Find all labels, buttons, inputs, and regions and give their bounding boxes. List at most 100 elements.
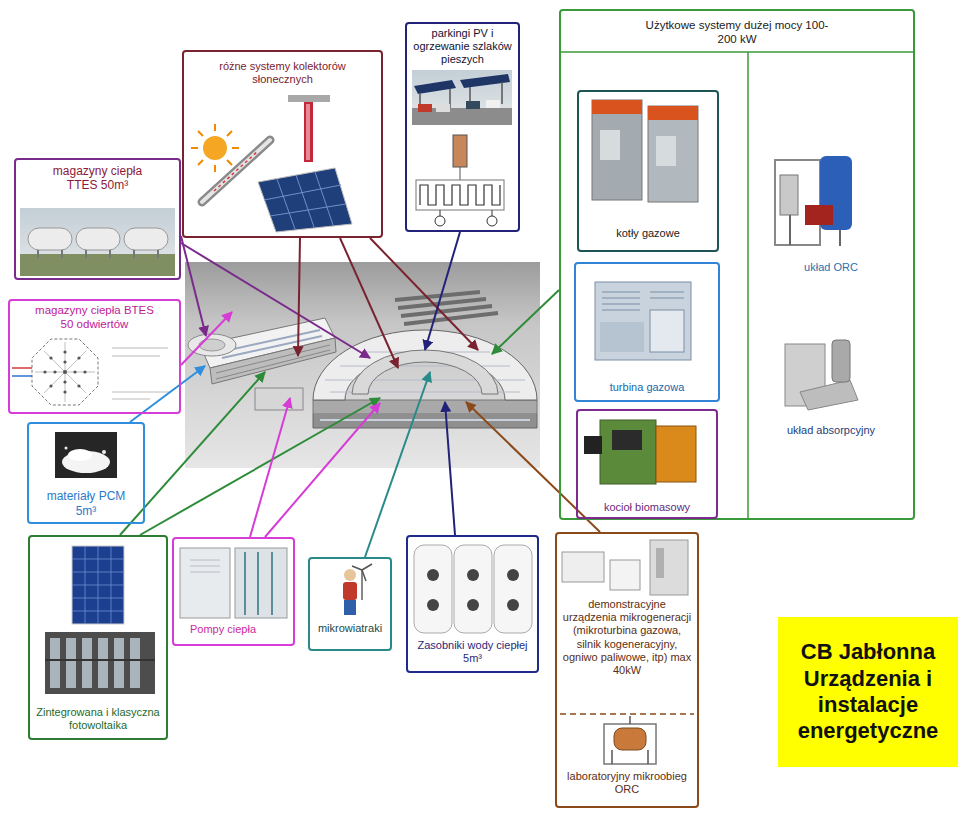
collector-icons-part: [306, 104, 310, 160]
pcm-powder-photo-part: [102, 450, 106, 454]
equipment-box: demonstracyjne urządzenia mikrogeneracji…: [555, 532, 699, 808]
parking-pv-icons-part: [466, 101, 480, 109]
leader-arrows: [120, 232, 600, 557]
gas-boilers-part: [648, 106, 698, 120]
box-label: demonstracyjne urządzenia mikrogeneracji…: [561, 598, 693, 677]
biomass-boiler-part: [584, 436, 602, 454]
pv-panel-and-facade-part-part: [114, 638, 124, 688]
equipment-box: Zintegrowana i klasyczna fotowoltaika: [28, 535, 168, 740]
btes-field-plan-part-part: [63, 390, 66, 393]
parking-pv-icons-part: [435, 216, 445, 226]
parking-pv-icons-part: [412, 70, 512, 125]
parking-pv-icons-part: [420, 82, 502, 110]
collector-icons-part: [191, 124, 239, 172]
heat-pump-units: [180, 548, 287, 618]
hot-water-tanks-part-part: [467, 569, 479, 581]
parking-pv-icons: [412, 70, 512, 226]
btes-field-plan-part-part: [63, 370, 67, 374]
gas-boilers: [592, 100, 698, 202]
biomass-boiler-part: [612, 430, 642, 450]
biomass-boiler-part: [600, 420, 656, 484]
parking-pv-icons-part: [453, 135, 467, 167]
orc-unit-part: [805, 205, 833, 225]
gas-boilers-part: [600, 130, 620, 160]
box-label: mikrowiatraki: [314, 622, 386, 635]
pv-panel-and-facade-part: [45, 632, 155, 694]
equipment-box: kocioł biomasowy: [576, 409, 718, 519]
equipment-box: kotły gazowe: [577, 90, 719, 252]
box-label: CB Jabłonna Urządzenia i instalacje ener…: [784, 639, 952, 745]
micro-wind-figure-part: [343, 582, 357, 600]
pcm-powder-photo-part: [68, 449, 92, 461]
btes-field-plan-part-part: [53, 370, 56, 373]
hot-water-tanks-part: [427, 569, 519, 611]
leader-arrows-part: [181, 243, 370, 358]
orc-unit: [775, 156, 852, 246]
micro-cogeneration-devices-part: [562, 552, 604, 582]
leader-arrows-part: [120, 372, 265, 535]
title-box: CB Jabłonna Urządzenia i instalacje ener…: [778, 617, 958, 767]
storage-box: Zasobniki wody ciepłej 5m³: [406, 535, 539, 673]
collector-icons-part: [304, 102, 313, 162]
micro-wind-figure-part: [361, 570, 363, 600]
box-label: układ ORC: [751, 261, 911, 274]
parking-pv-icons-part: [487, 216, 497, 226]
collector-icons-part: [203, 136, 227, 160]
leader-arrows-part: [265, 403, 380, 537]
leader-arrows-part: [445, 402, 455, 535]
btes-field-plan-part-part: [83, 370, 86, 373]
pcm-powder-photo-part: [55, 432, 117, 478]
dashed-divider: [560, 713, 694, 715]
leader-arrows-part: [425, 232, 460, 350]
hot-water-tanks-part-part: [467, 599, 479, 611]
btes-field-plan-part-part: [63, 360, 66, 363]
box-label: układ absorpcyjny: [751, 424, 911, 437]
ttes-tanks-photo-part: [76, 228, 120, 250]
micro-cogeneration-devices-part: [650, 540, 688, 595]
equipment-box: różne systemy kolektorów słonecznych: [182, 50, 383, 238]
hot-water-tanks-part: [414, 545, 452, 633]
parking-pv-icons-part: [486, 100, 500, 108]
orc-lab-rig-part: [612, 716, 648, 764]
micro-cogeneration-devices: [562, 540, 688, 595]
box-label: różne systemy kolektorów słonecznych: [218, 60, 348, 86]
hot-water-tanks-part: [454, 545, 492, 633]
parking-pv-icons-part: [436, 104, 450, 112]
orc-unit-part: [790, 215, 840, 246]
orc-lab-rig: [604, 716, 656, 764]
pv-panel-and-facade-part: [72, 546, 124, 624]
gas-turbine-part: [595, 282, 691, 360]
gas-turbine-part: [650, 310, 684, 352]
micro-wind-figure-part: [344, 569, 356, 581]
gas-turbine: [595, 282, 691, 360]
box-label: parkingi PV i ogrzewanie szlaków pieszyc…: [411, 27, 514, 67]
gas-boilers-part: [592, 100, 642, 114]
pv-panel-and-facade-part: [50, 638, 140, 688]
equipment-box: Pompy ciepła: [172, 537, 295, 646]
leader-arrows-part: [466, 402, 600, 532]
collector-icons-part: [264, 172, 346, 229]
btes-field-plan-part: [12, 367, 32, 369]
equipment-box: mikrowiatraki: [308, 557, 392, 651]
btes-field-plan-part: [12, 375, 32, 377]
leader-arrows-part: [181, 312, 232, 365]
micro-wind-figure-part: [352, 564, 372, 581]
ttes-tanks-photo-part: [28, 228, 72, 250]
leader-arrows-part: [298, 238, 300, 356]
box-label: magazyny ciepła BTES 50 odwiertów: [32, 304, 157, 332]
pv-panel-and-facade-part-part: [130, 638, 140, 688]
pv-panel-and-facade-part: [45, 659, 155, 661]
box-label: Użytkowe systemy dużej mocy 100-200 kW: [637, 19, 837, 47]
absorption-unit-part: [800, 380, 858, 410]
hot-water-tanks-part: [494, 545, 532, 633]
storage-box: magazyny ciepła TTES 50m³: [14, 158, 181, 280]
gas-boilers-part: [592, 100, 642, 200]
absorption-unit-part: [832, 340, 850, 382]
micro-cogeneration-devices-part: [610, 560, 640, 590]
gas-boilers-part: [648, 106, 698, 202]
parking-pv-icons-part: [418, 104, 432, 112]
btes-field-plan: [12, 339, 170, 405]
high-power-panel-lines-part: [747, 52, 749, 518]
biomass-boiler-part: [656, 426, 696, 482]
hot-water-tanks-part-part: [507, 599, 519, 611]
